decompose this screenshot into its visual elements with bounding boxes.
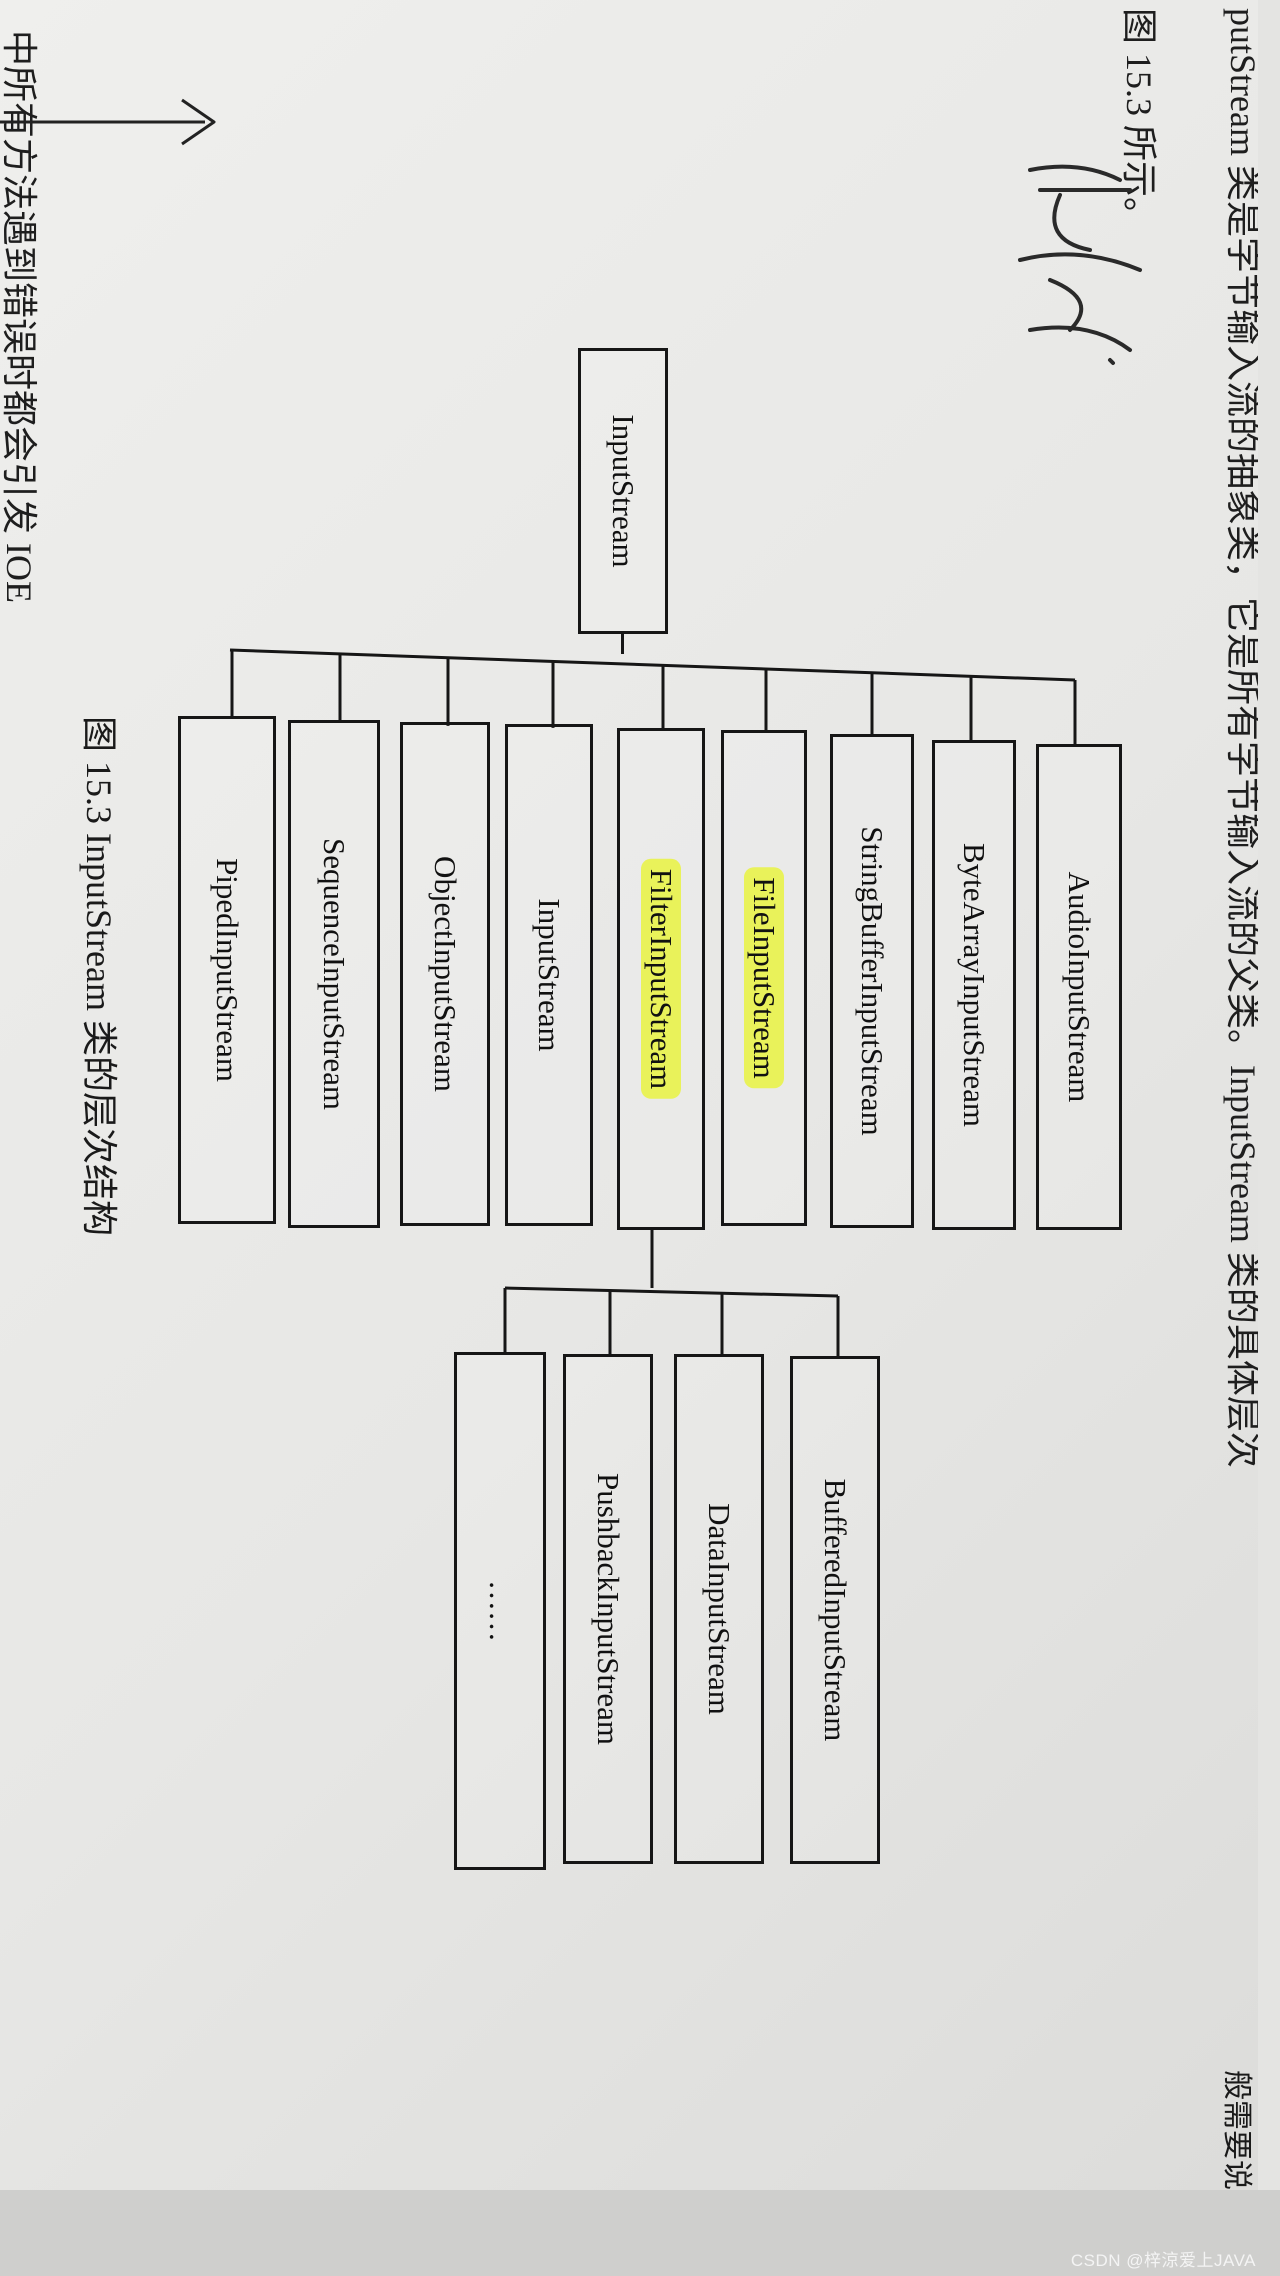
child-label-bytearray: ByteArrayInputStream [957, 842, 992, 1128]
handwritten-note-icon [1018, 164, 1142, 365]
child-label-sequence: SequenceInputStream [317, 837, 352, 1111]
filter-child-box-data: DataInputStream [674, 1354, 764, 1864]
child-label-piped: PipedInputStream [210, 858, 245, 1082]
child-box-object: ObjectInputStream [400, 722, 490, 1226]
child-box-audio: AudioInputStream [1036, 744, 1122, 1230]
child-box-sequence: SequenceInputStream [288, 720, 380, 1228]
filter-child-box-ellipsis: …… [454, 1352, 546, 1870]
filter-child-label-data: DataInputStream [702, 1503, 737, 1715]
child-box-filter: FilterInputStream [617, 728, 705, 1230]
photo-bottom-band [0, 2190, 1280, 2276]
book-page: 图 15.3 所示。 putStream 类是字节输入流的抽象类，它是所有字节输… [0, 0, 1258, 2190]
watermark: CSDN @梓涼爱上JAVA [1070, 2251, 1256, 2270]
root-label: InputStream [606, 414, 641, 568]
page-text-right-col-2: putStream 类是字节输入流的抽象类，它是所有字节输入流的父类。Input… [1223, 8, 1258, 1468]
child-box-inputstream: InputStream [505, 724, 593, 1226]
filter-child-box-pushback: PushbackInputStream [563, 1354, 653, 1864]
page-text-right-edge: 般需要说 [1220, 2070, 1253, 2190]
child-label-object: ObjectInputStream [428, 856, 463, 1092]
filter-child-label-pushback: PushbackInputStream [591, 1472, 626, 1746]
filter-child-label-ellipsis: …… [483, 1580, 518, 1642]
child-label-stringbuffer: StringBufferInputStream [855, 826, 890, 1136]
filter-child-box-buffered: BufferedInputStream [790, 1356, 880, 1864]
child-label-filter: FilterInputStream [641, 858, 681, 1100]
child-label-audio: AudioInputStream [1062, 871, 1097, 1103]
child-box-bytearray: ByteArrayInputStream [932, 740, 1016, 1230]
child-box-stringbuffer: StringBufferInputStream [830, 734, 914, 1228]
connector-root-to-bus [621, 634, 624, 654]
child-box-piped: PipedInputStream [178, 716, 276, 1224]
child-label-file: FileInputStream [744, 867, 784, 1089]
root-box: InputStream [578, 348, 668, 634]
filter-child-label-buffered: BufferedInputStream [818, 1478, 853, 1742]
figure-caption: 图 15.3 InputStream 类的层次结构 [79, 716, 119, 1236]
child-box-file: FileInputStream [721, 730, 807, 1226]
handwritten-arrow-icon [0, 98, 216, 146]
child-label-inputstream: InputStream [532, 898, 567, 1052]
